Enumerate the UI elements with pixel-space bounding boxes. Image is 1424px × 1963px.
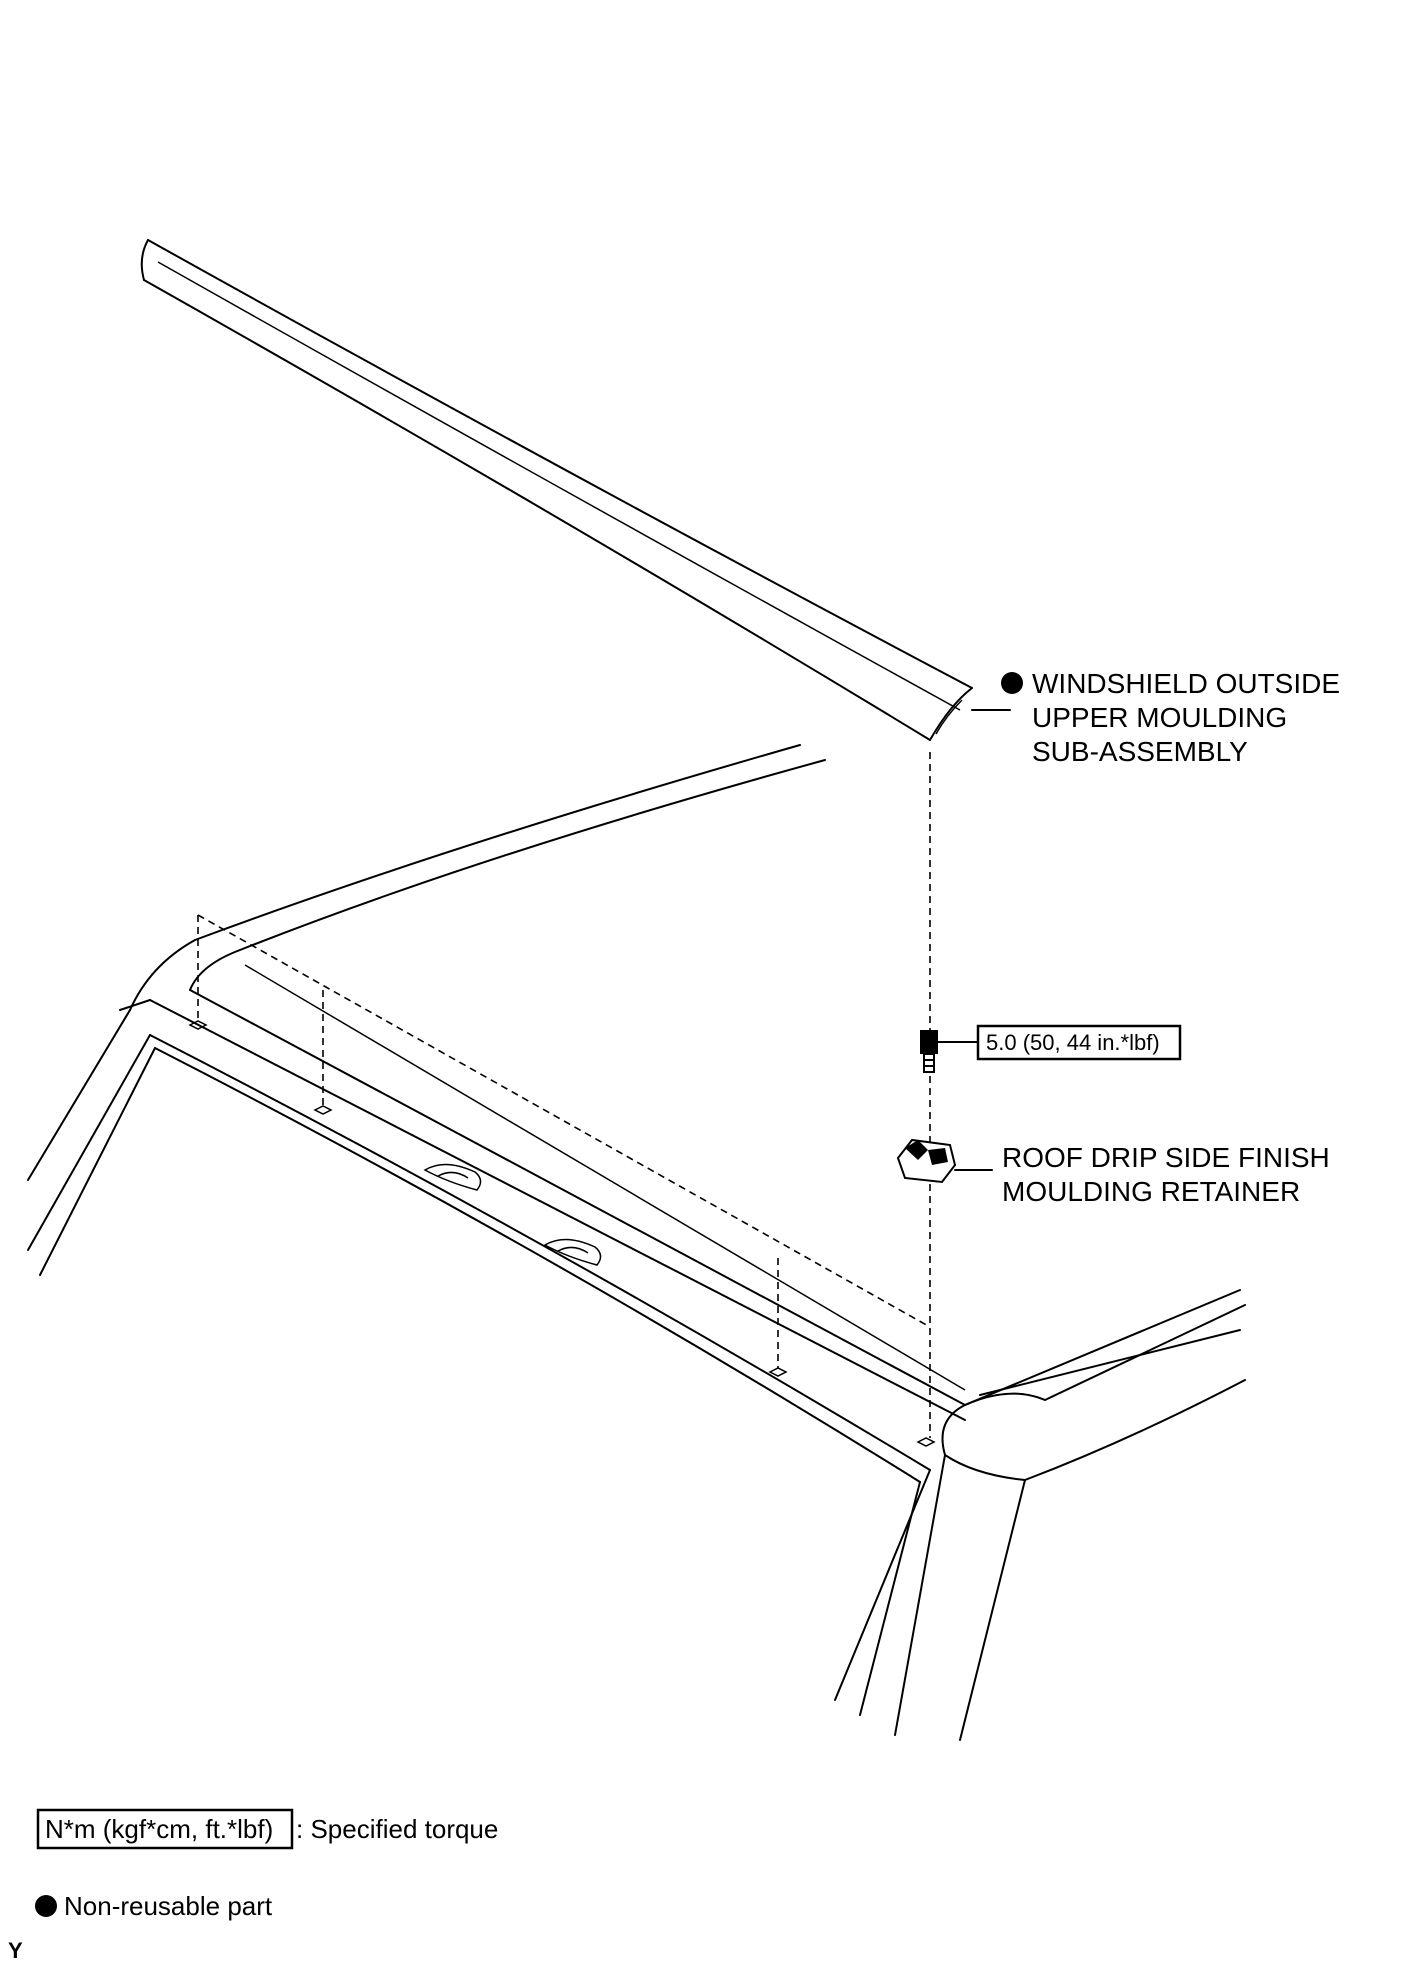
legend-nonreusable-text: Non-reusable part (64, 1891, 273, 1921)
torque-value: 5.0 (50, 44 in.*lbf) (986, 1030, 1160, 1055)
moulding-label-line2: UPPER MOULDING (1032, 702, 1287, 733)
legend-nonreusable-icon (35, 1895, 57, 1917)
legend-torque-box (36, 1808, 294, 1850)
windshield-moulding-drawing (140, 239, 973, 741)
legend-torque-desc: : Specified torque (296, 1814, 498, 1844)
clip-holes (188, 1020, 936, 1447)
retainer-label-line1: ROOF DRIP SIDE FINISH (1002, 1142, 1330, 1173)
moulding-label-line3: SUB-ASSEMBLY (1032, 736, 1248, 767)
moulding-label-line1: WINDSHIELD OUTSIDE (1032, 668, 1340, 699)
retainer-drawing (896, 1138, 993, 1184)
roof-frame-drawing (27, 744, 1246, 1741)
legend-torque-unit: N*m (kgf*cm, ft.*lbf) (45, 1814, 273, 1844)
retainer-label-line2: MOULDING RETAINER (1002, 1176, 1300, 1207)
illustration-code: Y (8, 1938, 23, 1963)
nonreusable-marker-icon (1001, 672, 1023, 694)
legend: N*m (kgf*cm, ft.*lbf) : Specified torque… (35, 1808, 498, 1921)
installation-guide-lines (197, 752, 931, 1438)
retainer-label: ROOF DRIP SIDE FINISH MOULDING RETAINER (1002, 1142, 1330, 1207)
torque-box (976, 1024, 1182, 1061)
torque-spec: 5.0 (50, 44 in.*lbf) (976, 1024, 1182, 1061)
bolt-drawing (920, 1030, 979, 1073)
moulding-label: WINDSHIELD OUTSIDE UPPER MOULDING SUB-AS… (1001, 668, 1340, 767)
